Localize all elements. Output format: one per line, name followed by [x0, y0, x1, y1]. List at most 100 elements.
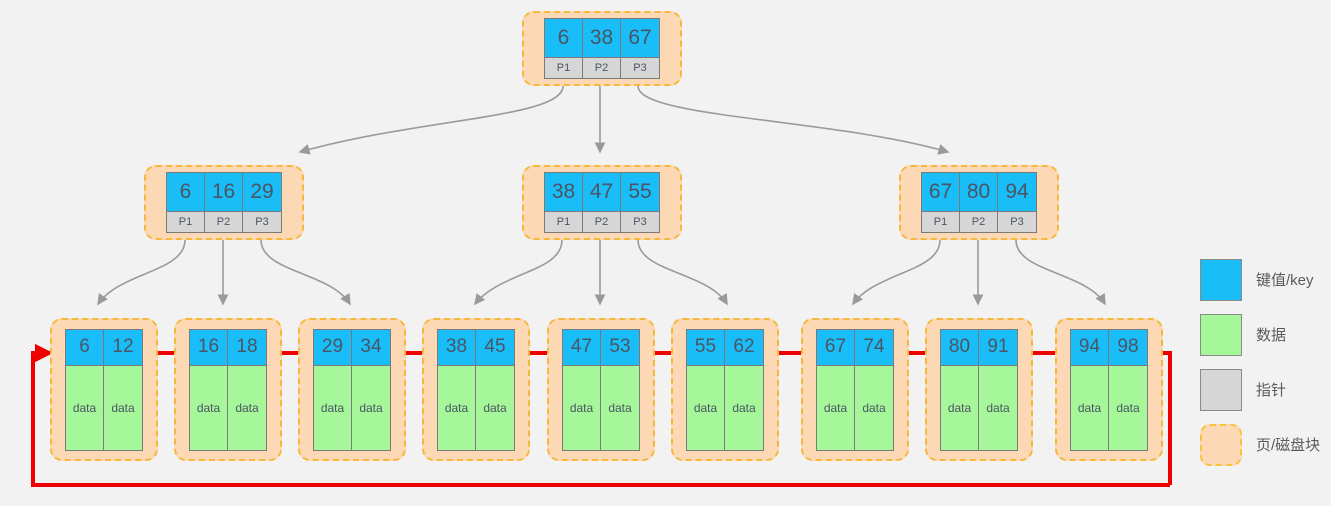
- internal-pointers: P1 P2 P3: [545, 211, 659, 232]
- key-cell: 67: [621, 19, 659, 57]
- key-cell: 47: [583, 173, 621, 211]
- key-cell: 67: [817, 329, 854, 365]
- key-cell: 29: [243, 173, 281, 211]
- data-cell: data: [563, 364, 600, 450]
- legend-item-label: 键值/key: [1256, 272, 1314, 289]
- internal-keys: 67 80 94: [922, 173, 1036, 211]
- pointer-cell: P3: [998, 212, 1036, 232]
- page-leaf-7: 80 data 91 data: [925, 318, 1033, 461]
- key-cell: 16: [205, 173, 243, 211]
- pointer-swatch: [1200, 368, 1242, 411]
- key-cell: 6: [66, 329, 103, 365]
- leaf-node-2: 29 data 34 data: [313, 328, 391, 451]
- pointer-cell: P2: [960, 212, 998, 232]
- legend-item-label: 数据: [1256, 327, 1287, 344]
- page-leaf-6: 67 data 74 data: [801, 318, 909, 461]
- leaf-slot: 38 data: [438, 329, 476, 450]
- key-cell: 29: [314, 329, 351, 365]
- key-swatch: [1200, 258, 1242, 301]
- data-cell: data: [314, 364, 351, 450]
- data-swatch: [1200, 313, 1242, 356]
- leaf-slot: 62 data: [725, 329, 763, 450]
- internal-keys: 38 47 55: [545, 173, 659, 211]
- key-cell: 38: [583, 19, 621, 57]
- page-leaf-2: 29 data 34 data: [298, 318, 406, 461]
- key-cell: 80: [941, 329, 978, 365]
- data-cell: data: [190, 364, 227, 450]
- page-leaf-5: 55 data 62 data: [671, 318, 779, 461]
- internal-node-2: 67 80 94 P1 P2 P3: [921, 172, 1037, 233]
- leaf-slot: 29 data: [314, 329, 352, 450]
- key-cell: 55: [621, 173, 659, 211]
- legend: 键值/key 数据 指针 页/磁盘块: [1200, 252, 1331, 472]
- leaf-slot: 18 data: [228, 329, 266, 450]
- internal-node-1: 38 47 55 P1 P2 P3: [544, 172, 660, 233]
- key-cell: 16: [190, 329, 227, 365]
- legend-item-data: 数据: [1200, 307, 1331, 362]
- key-cell: 62: [725, 329, 763, 365]
- key-cell: 55: [687, 329, 724, 365]
- internal-keys: 6 16 29: [167, 173, 281, 211]
- legend-item-key: 键值/key: [1200, 252, 1331, 307]
- root-pointers: P1 P2 P3: [545, 57, 659, 78]
- key-cell: 94: [998, 173, 1036, 211]
- key-cell: 53: [601, 329, 639, 365]
- key-cell: 6: [167, 173, 205, 211]
- leaf-node-7: 80 data 91 data: [940, 328, 1018, 451]
- internal-to-leaf-edges: [97, 239, 1106, 306]
- legend-item-pointer: 指针: [1200, 362, 1331, 417]
- leaf-node-3: 38 data 45 data: [437, 328, 515, 451]
- leaf-slot: 6 data: [66, 329, 104, 450]
- leaf-node-6: 67 data 74 data: [816, 328, 894, 451]
- pointer-cell: P1: [922, 212, 960, 232]
- page-internal-1: 38 47 55 P1 P2 P3: [522, 165, 682, 240]
- internal-pointers: P1 P2 P3: [922, 211, 1036, 232]
- legend-item-label: 页/磁盘块: [1256, 437, 1321, 454]
- leaf-slot: 94 data: [1071, 329, 1109, 450]
- leaf-node-8: 94 data 98 data: [1070, 328, 1148, 451]
- page-leaf-4: 47 data 53 data: [547, 318, 655, 461]
- leaf-slot: 34 data: [352, 329, 390, 450]
- leaf-node-1: 16 data 18 data: [189, 328, 267, 451]
- data-cell: data: [438, 364, 475, 450]
- data-cell: data: [1109, 364, 1147, 450]
- root-to-internal-edges: [298, 85, 950, 155]
- leaf-slot: 55 data: [687, 329, 725, 450]
- page-leaf-3: 38 data 45 data: [422, 318, 530, 461]
- page-internal-2: 67 80 94 P1 P2 P3: [899, 165, 1059, 240]
- data-cell: data: [476, 364, 514, 450]
- internal-pointers: P1 P2 P3: [167, 211, 281, 232]
- data-cell: data: [104, 364, 142, 450]
- key-cell: 12: [104, 329, 142, 365]
- pointer-cell: P2: [205, 212, 243, 232]
- data-cell: data: [725, 364, 763, 450]
- key-cell: 38: [545, 173, 583, 211]
- key-cell: 47: [563, 329, 600, 365]
- data-cell: data: [352, 364, 390, 450]
- data-cell: data: [979, 364, 1017, 450]
- leaf-slot: 53 data: [601, 329, 639, 450]
- data-cell: data: [855, 364, 893, 450]
- leaf-slot: 91 data: [979, 329, 1017, 450]
- pointer-cell: P1: [167, 212, 205, 232]
- pointer-cell: P3: [243, 212, 281, 232]
- data-cell: data: [687, 364, 724, 450]
- pointer-cell: P3: [621, 212, 659, 232]
- page-leaf-1: 16 data 18 data: [174, 318, 282, 461]
- leaf-slot: 16 data: [190, 329, 228, 450]
- leaf-slot: 12 data: [104, 329, 142, 450]
- internal-node-0: 6 16 29 P1 P2 P3: [166, 172, 282, 233]
- key-cell: 74: [855, 329, 893, 365]
- key-cell: 34: [352, 329, 390, 365]
- data-cell: data: [1071, 364, 1108, 450]
- key-cell: 80: [960, 173, 998, 211]
- page-internal-0: 6 16 29 P1 P2 P3: [144, 165, 304, 240]
- root-node: 6 38 67 P1 P2 P3: [544, 18, 660, 79]
- leaf-slot: 45 data: [476, 329, 514, 450]
- leaf-node-0: 6 data 12 data: [65, 328, 143, 451]
- pointer-cell: P3: [621, 58, 659, 78]
- data-cell: data: [228, 364, 266, 450]
- leaf-slot: 74 data: [855, 329, 893, 450]
- data-cell: data: [817, 364, 854, 450]
